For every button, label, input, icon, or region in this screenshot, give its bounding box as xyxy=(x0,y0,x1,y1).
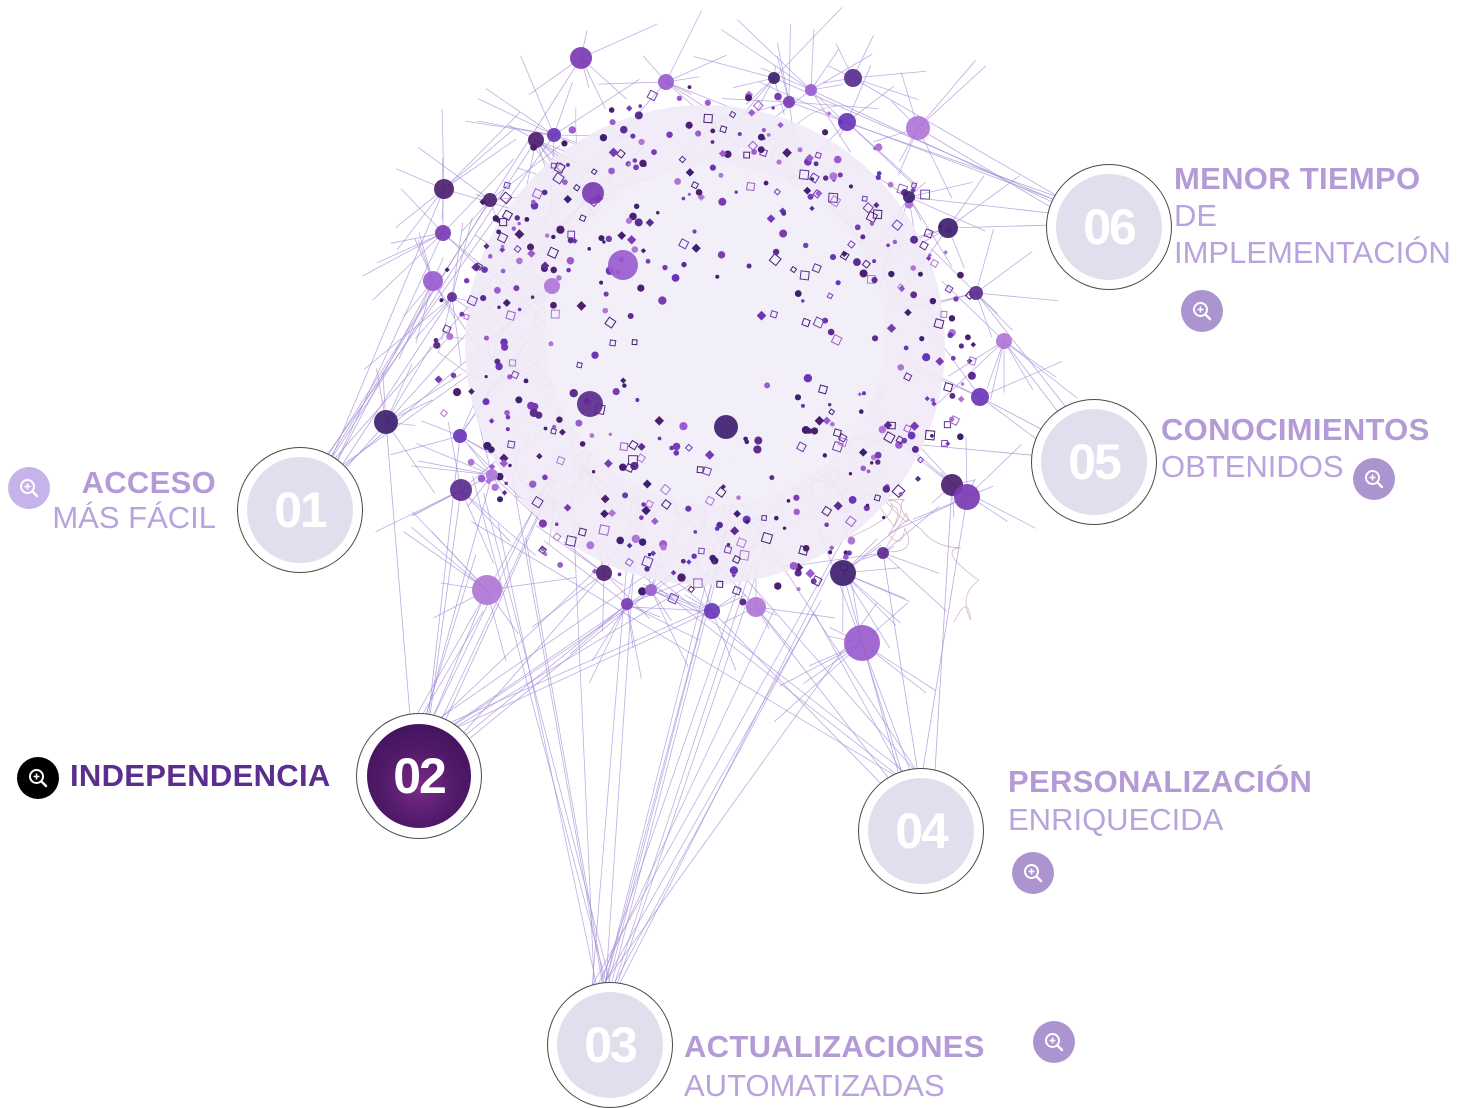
zoom-in-icon[interactable] xyxy=(1033,1021,1075,1063)
step-node-05[interactable]: 05 xyxy=(1031,399,1157,525)
step-number-04: 04 xyxy=(868,778,974,884)
zoom-in-icon[interactable] xyxy=(8,467,50,509)
step-title-01: ACCESO xyxy=(40,467,216,498)
step-label-04[interactable]: PERSONALIZACIÓN ENRIQUECIDA xyxy=(1008,766,1312,835)
zoom-in-icon[interactable] xyxy=(1012,852,1054,894)
step-node-03[interactable]: 03 xyxy=(547,982,673,1108)
step-subtitle-06-line1: DE xyxy=(1174,200,1451,231)
network-cloud xyxy=(465,105,945,585)
zoom-in-icon[interactable] xyxy=(1181,290,1223,332)
step-label-01[interactable]: ACCESO MÁS FÁCIL xyxy=(40,467,216,533)
zoom-in-icon[interactable] xyxy=(1353,458,1395,500)
step-number-06: 06 xyxy=(1056,174,1162,280)
step-title-05: CONOCIMIENTOS xyxy=(1161,414,1430,445)
step-label-02[interactable]: INDEPENDENCIA xyxy=(70,760,331,791)
step-label-03[interactable]: ACTUALIZACIONES AUTOMATIZADAS xyxy=(684,1031,985,1101)
step-node-06[interactable]: 06 xyxy=(1046,164,1172,290)
step-subtitle-03: AUTOMATIZADAS xyxy=(684,1070,985,1101)
step-number-05: 05 xyxy=(1041,409,1147,515)
step-title-03: ACTUALIZACIONES xyxy=(684,1031,985,1062)
step-number-02: 02 xyxy=(367,724,471,828)
step-title-02: INDEPENDENCIA xyxy=(70,760,331,791)
step-title-06: MENOR TIEMPO xyxy=(1174,163,1451,194)
step-number-03: 03 xyxy=(557,992,663,1098)
step-subtitle-01: MÁS FÁCIL xyxy=(40,502,216,533)
step-node-04[interactable]: 04 xyxy=(858,768,984,894)
step-subtitle-06-line2: IMPLEMENTACIÓN xyxy=(1174,237,1451,268)
step-node-01[interactable]: 01 xyxy=(237,447,363,573)
step-title-04: PERSONALIZACIÓN xyxy=(1008,766,1312,797)
zoom-in-icon[interactable] xyxy=(17,757,59,799)
step-number-01: 01 xyxy=(247,457,353,563)
step-label-06[interactable]: MENOR TIEMPO DE IMPLEMENTACIÓN xyxy=(1174,163,1451,268)
step-node-02[interactable]: 02 xyxy=(356,713,482,839)
step-subtitle-04: ENRIQUECIDA xyxy=(1008,804,1312,835)
